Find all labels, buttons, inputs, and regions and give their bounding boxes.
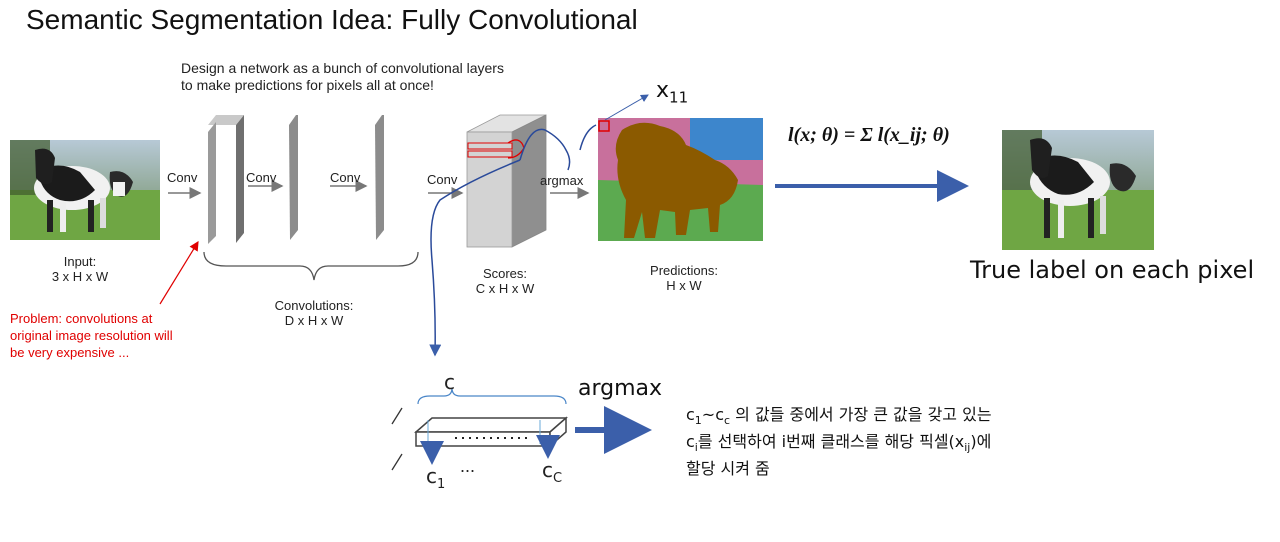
conv-layer-3 [375, 115, 384, 240]
conv-layer-2 [289, 115, 298, 240]
korean-explanation: c1~cc 의 값들 중에서 가장 큰 값을 갖고 있는 ci를 선택하여 i번… [686, 404, 992, 479]
c1-label: c1 [426, 464, 446, 492]
input-label: Input: 3 x H x W [51, 254, 109, 284]
cc-label: cC [542, 458, 563, 486]
true-label-caption: True label on each pixel [970, 256, 1255, 284]
design-note: Design a network as a bunch of convoluti… [181, 60, 504, 94]
true-label-image [1002, 130, 1154, 250]
prediction-map [598, 118, 763, 241]
loss-formula: l(x; θ) = Σ l(x_ij; θ) [788, 124, 950, 146]
design-note-line-1: Design a network as a bunch of convoluti… [181, 60, 504, 76]
predictions-label: Predictions: H x W [650, 263, 718, 293]
korean-line-2: ci를 선택하여 i번째 클래스를 해당 픽셀(xij)에 [686, 432, 992, 455]
problem-arrow [159, 240, 199, 305]
ellipsis: ... [460, 456, 476, 476]
handdrawn-curve-to-map [579, 124, 597, 151]
convolutions-label: Convolutions: D x H x W [274, 298, 354, 328]
x11-label: x11 [656, 78, 689, 107]
design-note-line-2: to make predictions for pixels all at on… [181, 77, 434, 93]
page-title: Semantic Segmentation Idea: Fully Convol… [26, 4, 638, 35]
handdrawn-curve-top [519, 128, 571, 171]
convolutions-brace [203, 251, 419, 281]
tick-mark-bottom [391, 453, 403, 471]
tick-mark-top [391, 407, 403, 425]
conv-label-1: Conv [167, 170, 198, 185]
argmax-small-label: argmax [540, 173, 584, 188]
x11-pointer-arrow [604, 94, 649, 121]
handdrawn-curve-down [429, 159, 521, 357]
argmax-big-label: argmax [578, 376, 663, 401]
c-brace [417, 387, 567, 405]
conv-label-3: Conv [330, 170, 361, 185]
korean-line-3: 할당 시켜 줌 [686, 459, 770, 479]
conv-label-4: Conv [427, 172, 458, 187]
korean-line-1: c1~cc 의 값들 중에서 가장 큰 값을 갖고 있는 [686, 405, 992, 428]
c-label: c [444, 370, 455, 394]
scores-label: Scores: C x H x W [475, 266, 535, 296]
pixel-vector-box [414, 416, 568, 448]
problem-note: Problem: convolutions at original image … [10, 311, 173, 360]
scores-block [466, 114, 547, 248]
conv-layer-1 [208, 115, 244, 244]
conv-label-2: Conv [246, 170, 277, 185]
input-image [10, 140, 160, 240]
